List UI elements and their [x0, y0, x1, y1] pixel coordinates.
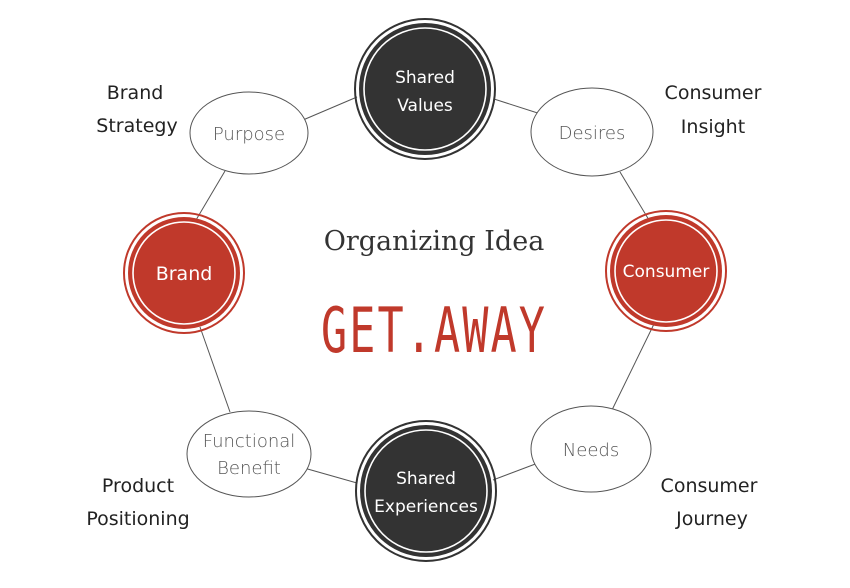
- connector-functional-brand: [199, 326, 231, 413]
- shared-experiences-outer-ring: [355, 420, 497, 562]
- center-main-idea: GET.AWAY: [321, 294, 547, 367]
- consumer-journey-line2: Journey: [675, 508, 748, 530]
- desires-ellipse: [530, 87, 654, 177]
- consumer-journey-line1: Consumer: [661, 475, 758, 497]
- shared-experiences-label-line1: Shared: [396, 469, 456, 489]
- node-desires: Desires: [530, 87, 654, 177]
- consumer-insight-line2: Insight: [681, 116, 745, 138]
- connector-needs-shared-experiences: [492, 462, 539, 481]
- product-positioning-line2: Positioning: [86, 508, 189, 530]
- brand-strategy-line2: Strategy: [96, 115, 177, 137]
- needs-label: Needs: [563, 440, 619, 461]
- shared-experiences-inner-ring: [364, 429, 488, 553]
- connector-desires-consumer: [619, 171, 653, 226]
- consumer-label: Consumer: [623, 262, 710, 282]
- connector-purpose-shared-values: [302, 96, 358, 121]
- desires-label: Desires: [559, 123, 626, 144]
- center-organizing-idea: Organizing Idea GET.AWAY: [321, 226, 547, 367]
- purpose-label: Purpose: [213, 124, 285, 145]
- node-consumer: Consumer: [605, 210, 727, 332]
- shared-experiences-disc: [360, 425, 492, 557]
- consumer-outer-ring: [605, 210, 727, 332]
- shared-values-label-line1: Shared: [395, 68, 455, 88]
- needs-ellipse: [530, 405, 652, 493]
- shared-values-label-line2: Values: [397, 96, 453, 116]
- side-label-consumer-insight: Consumer Insight: [665, 82, 762, 138]
- node-shared-experiences: Shared Experiences: [355, 420, 497, 562]
- node-shared-values: Shared Values: [354, 18, 496, 160]
- brand-label: Brand: [156, 263, 213, 285]
- shared-values-disc: [359, 23, 491, 155]
- shared-values-inner-ring: [363, 27, 487, 151]
- functional-benefit-label-line1: Functional: [203, 431, 296, 452]
- center-title: Organizing Idea: [324, 226, 545, 257]
- brand-outer-ring: [123, 212, 245, 334]
- brand-strategy-line1: Brand: [107, 82, 164, 104]
- consumer-insight-line1: Consumer: [665, 82, 762, 104]
- purpose-ellipse: [189, 91, 309, 175]
- functional-benefit-label-line2: Benefit: [217, 458, 281, 479]
- brand-disc: [128, 217, 240, 329]
- consumer-disc: [610, 215, 722, 327]
- connector-consumer-needs: [611, 323, 655, 411]
- shared-values-outer-ring: [354, 18, 496, 160]
- node-purpose: Purpose: [189, 91, 309, 175]
- side-label-consumer-journey: Consumer Journey: [661, 475, 758, 530]
- consumer-inner-ring: [614, 219, 718, 323]
- connector-brand-purpose: [195, 170, 226, 221]
- side-label-product-positioning: Product Positioning: [86, 475, 189, 530]
- node-needs: Needs: [530, 405, 652, 493]
- node-functional-benefit: Functional Benefit: [186, 410, 312, 498]
- node-brand: Brand: [123, 212, 245, 334]
- shared-experiences-label-line2: Experiences: [374, 497, 478, 517]
- product-positioning-line1: Product: [102, 475, 174, 497]
- connector-lines: [195, 96, 655, 484]
- brand-inner-ring: [132, 221, 236, 325]
- side-label-brand-strategy: Brand Strategy: [96, 82, 177, 137]
- functional-benefit-ellipse: [186, 410, 312, 498]
